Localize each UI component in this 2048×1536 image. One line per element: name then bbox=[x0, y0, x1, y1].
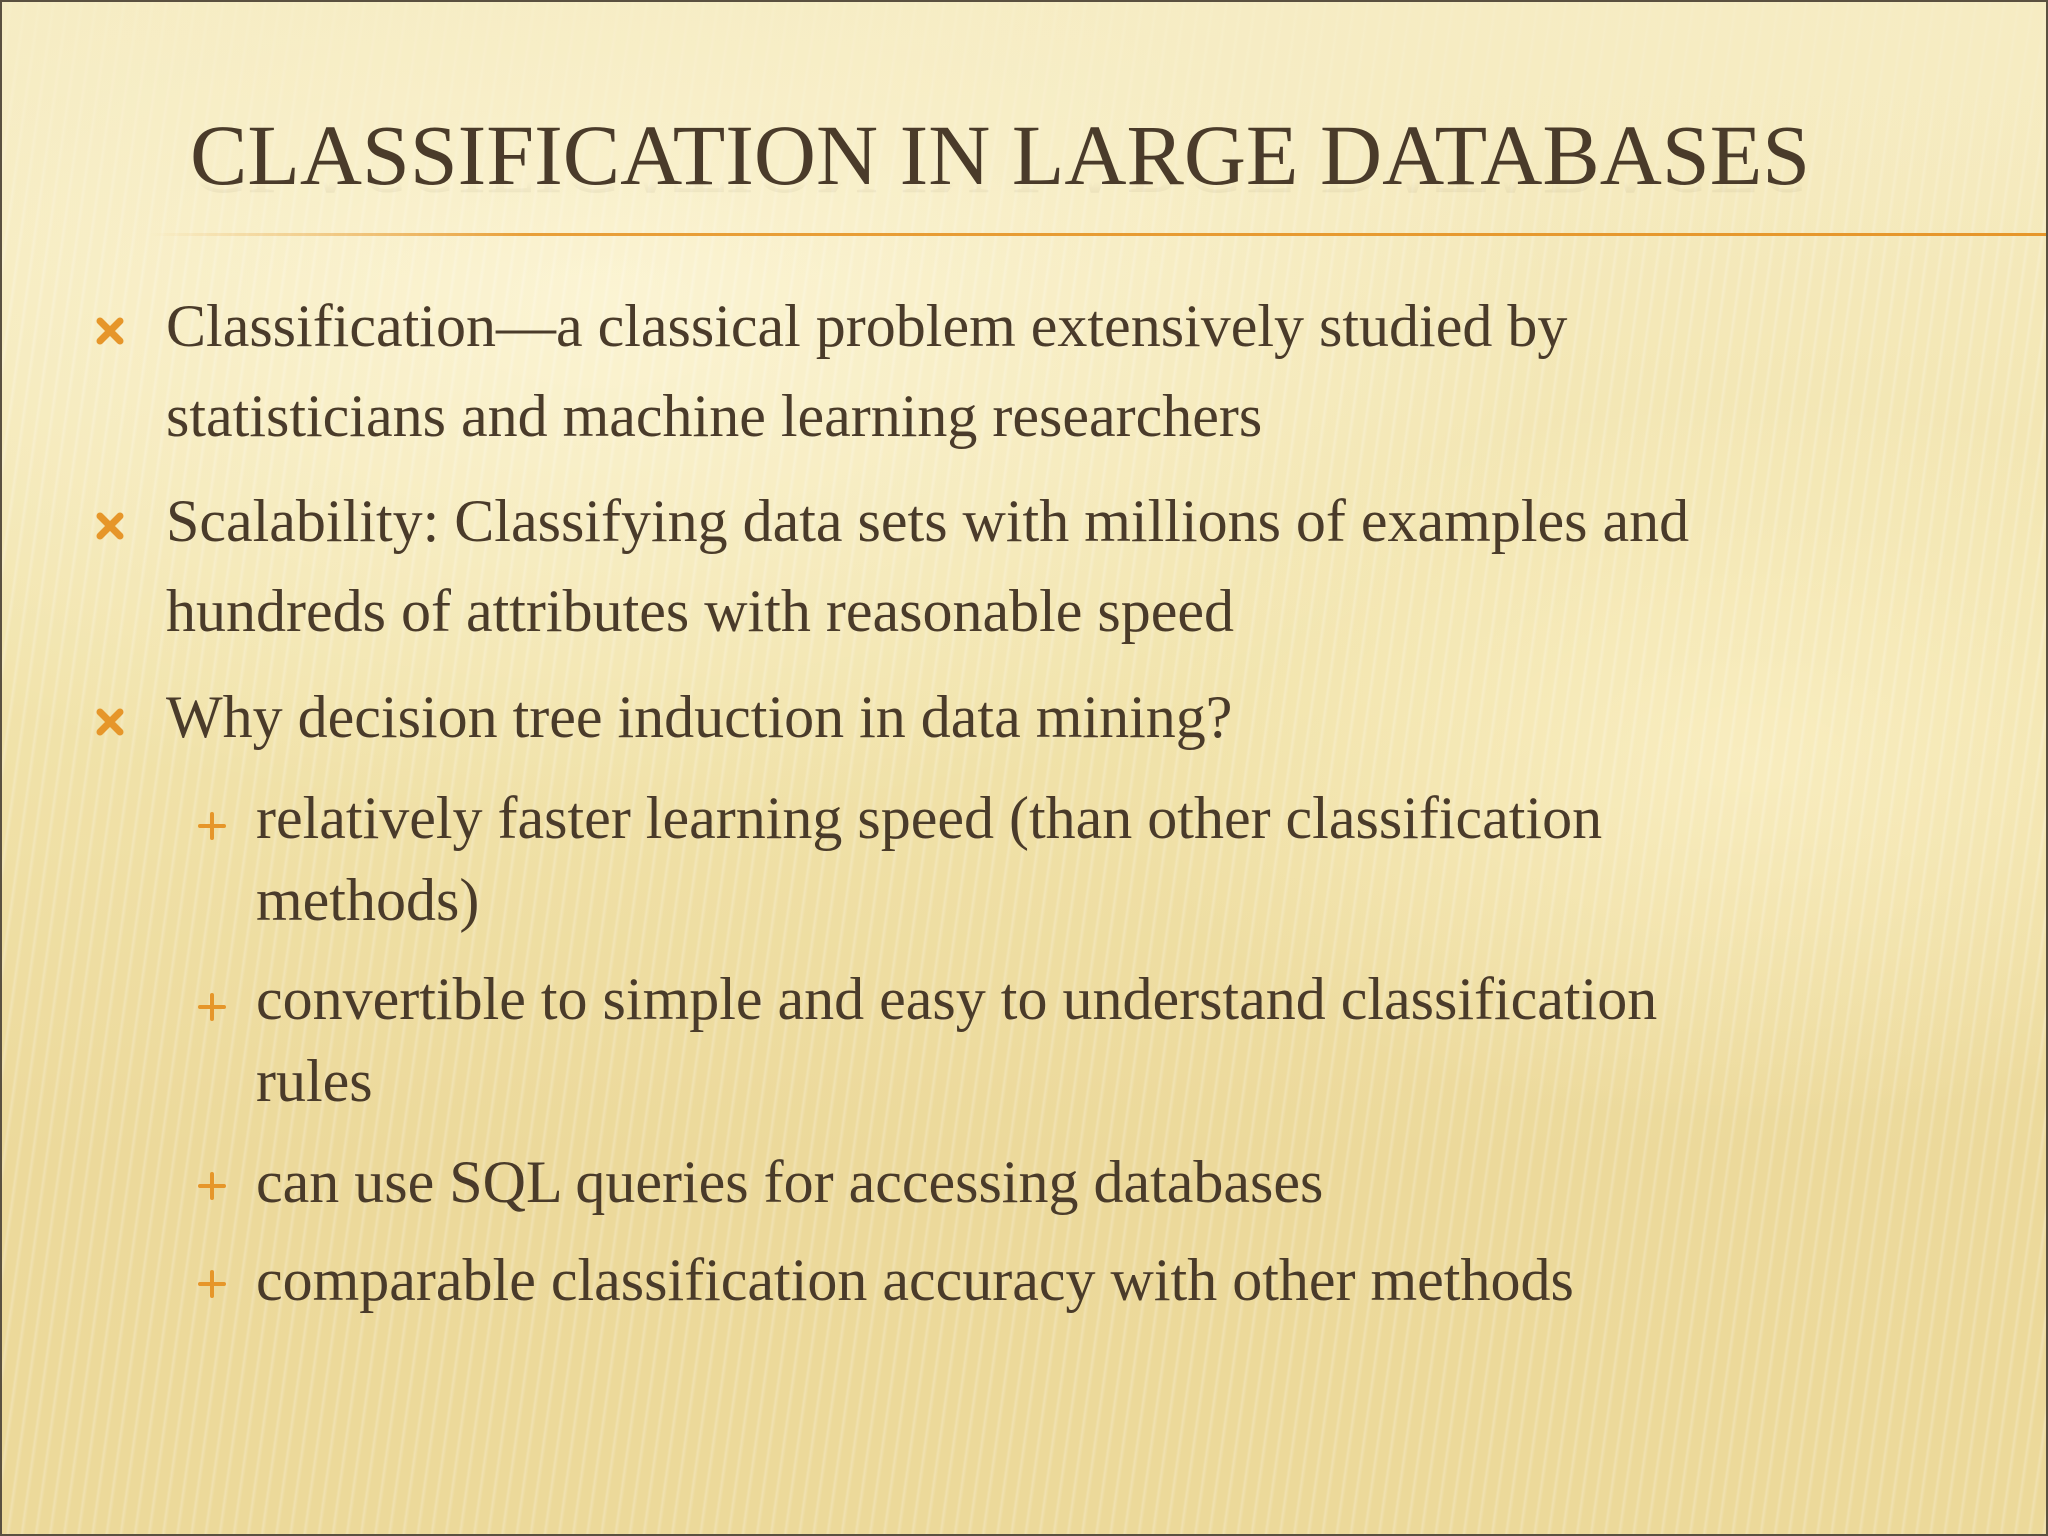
bullet-item: Classification—a classical problem exten… bbox=[166, 281, 1567, 461]
plus-icon bbox=[194, 989, 230, 1025]
x-mark-icon bbox=[92, 508, 128, 544]
bullet-item: Scalability: Classifying data sets with … bbox=[166, 476, 1689, 656]
plus-icon bbox=[194, 808, 230, 844]
bullet-line: methods) bbox=[256, 867, 480, 933]
x-mark-icon bbox=[92, 704, 128, 740]
bullet-line: Why decision tree induction in data mini… bbox=[166, 684, 1233, 750]
bullet-line: Scalability: Classifying data sets with … bbox=[166, 488, 1690, 554]
sub-bullet-item: can use SQL queries for accessing databa… bbox=[256, 1141, 1323, 1223]
title-underline bbox=[150, 233, 2048, 236]
bullet-line: convertible to simple and easy to unders… bbox=[256, 966, 1658, 1032]
bullet-item: Why decision tree induction in data mini… bbox=[166, 672, 1232, 762]
sub-bullet-item: comparable classification accuracy with … bbox=[256, 1239, 1574, 1321]
x-mark-icon bbox=[92, 313, 128, 349]
bullet-line: rules bbox=[256, 1048, 373, 1114]
bullet-line: Classification—a classical problem exten… bbox=[166, 293, 1568, 359]
bullet-line: hundreds of attributes with reasonable s… bbox=[166, 578, 1235, 644]
sub-bullet-item: relatively faster learning speed (than o… bbox=[256, 777, 1602, 941]
sub-bullet-item: convertible to simple and easy to unders… bbox=[256, 958, 1657, 1122]
plus-icon bbox=[194, 1168, 230, 1204]
plus-icon bbox=[194, 1266, 230, 1302]
bullet-line: statisticians and machine learning resea… bbox=[166, 383, 1263, 449]
bullet-line: can use SQL queries for accessing databa… bbox=[256, 1149, 1324, 1215]
bullet-line: comparable classification accuracy with … bbox=[256, 1247, 1574, 1313]
bullet-line: relatively faster learning speed (than o… bbox=[256, 785, 1603, 851]
slide-title: CLASSIFICATION IN LARGE DATABASES bbox=[190, 107, 1811, 203]
title-area: CLASSIFICATION IN LARGE DATABASES CLASSI… bbox=[150, 100, 1950, 225]
